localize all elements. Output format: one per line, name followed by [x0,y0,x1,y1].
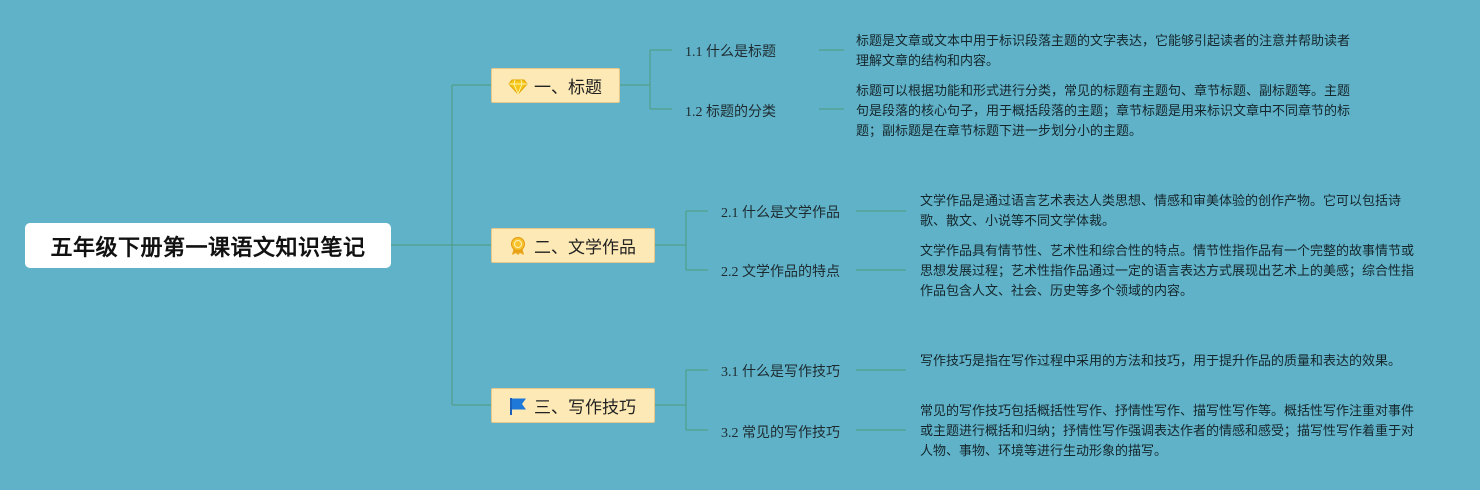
sub-description: 文学作品具有情节性、艺术性和综合性的特点。情节性指作品有一个完整的故事情节或思想… [920,244,1415,299]
award-badge-icon [508,236,528,256]
branch-label: 一、标题 [534,78,602,98]
sub-topic-1-2[interactable]: 1.2 标题的分类 [685,105,776,120]
sub-description: 文学作品是通过语言艺术表达人类思想、情感和审美体验的创作产物。它可以包括诗歌、散… [920,194,1402,229]
sub-topic-2-1[interactable]: 2.1 什么是文学作品 [721,206,840,221]
sub-topic-1-1[interactable]: 1.1 什么是标题 [685,45,776,60]
flag-icon [508,396,528,416]
sub-description: 标题可以根据功能和形式进行分类，常见的标题有主题句、章节标题、副标题等。主题句是… [856,84,1351,139]
root-title: 五年级下册第一课语文知识笔记 [50,235,366,261]
branch-label: 二、文学作品 [534,238,636,258]
sub-description: 写作技巧是指在写作过程中采用的方法和技巧，用于提升作品的质量和表达的效果。 [920,354,1402,369]
branch-topic-writing[interactable]: 三、写作技巧 [491,388,655,423]
sub-topic-3-2[interactable]: 3.2 常见的写作技巧 [721,426,840,441]
sub-topic-2-2[interactable]: 2.2 文学作品的特点 [721,265,840,280]
root-topic[interactable]: 五年级下册第一课语文知识笔记 [25,223,391,268]
branch-2-sub-connectors [655,210,708,271]
branch-topic-literature[interactable]: 二、文学作品 [491,228,655,263]
branch-label: 三、写作技巧 [534,398,636,418]
sub-description: 常见的写作技巧包括概括性写作、抒情性写作、描写性写作等。概括性写作注重对事件或主… [920,404,1415,459]
sub-description: 标题是文章或文本中用于标识段落主题的文字表达，它能够引起读者的注意并帮助读者理解… [856,34,1351,69]
sub-topic-3-1[interactable]: 3.1 什么是写作技巧 [721,365,840,380]
branch-topic-title[interactable]: 一、标题 [491,68,620,103]
branch-1-sub-connectors [620,49,672,110]
diamond-icon [508,76,528,96]
branch-3-sub-connectors [655,369,708,431]
